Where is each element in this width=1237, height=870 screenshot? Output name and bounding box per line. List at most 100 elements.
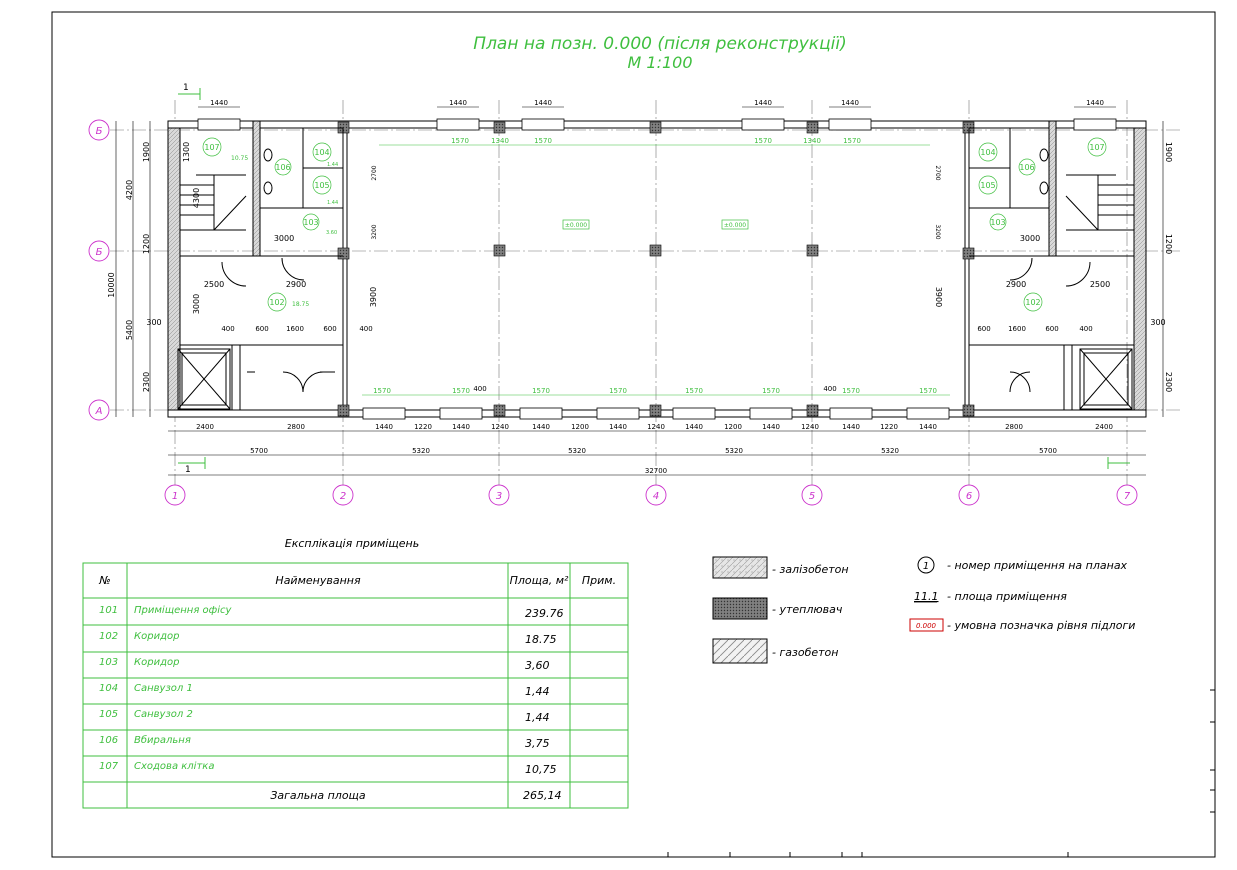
table-row-5-area: 1,44 xyxy=(525,711,550,724)
table-header-note: Прим. xyxy=(582,574,616,587)
bottom-dims-row1: 2400 2800 1440 1220 1440 1240 1440 1200 … xyxy=(168,423,1146,432)
windows-top xyxy=(197,118,1117,131)
section-marks: 1 1 xyxy=(178,83,1130,475)
partitions-left xyxy=(177,127,344,410)
legend-area-label: - площа приміщення xyxy=(947,590,1067,603)
table-total-area: 265,14 xyxy=(523,789,562,802)
room-area-105-left: 1.44 xyxy=(327,200,338,206)
table-rows: 101 Приміщення офісу 239.76 102 Коридор … xyxy=(99,604,564,802)
axis-number-7: 7 xyxy=(1124,491,1131,502)
left-vertical-dims: 1900 1300 4200 4300 1200 3000 10000 5400… xyxy=(107,121,201,417)
table-row-7-name: Сходова клітка xyxy=(134,760,214,772)
grid-axes xyxy=(110,100,1180,490)
room-labels-left: 107 10.75 104 1.44 106 105 1.44 103 3.60… xyxy=(202,137,338,312)
dim-bot-i8: 400 xyxy=(823,385,836,393)
room-area-103-left: 3.60 xyxy=(326,230,337,236)
exterior-walls xyxy=(167,120,1147,418)
top-inner-dims: 1570 1340 1570 1570 1340 1570 xyxy=(379,137,930,146)
room-area-102-left: 18.75 xyxy=(292,301,309,308)
room-labels-right: 104 107 106 105 103 102 xyxy=(978,137,1107,312)
table-row-6-area: 3,75 xyxy=(525,737,550,750)
table-caption: Експлікація приміщень xyxy=(285,537,419,550)
dim-b1-7: 1440 xyxy=(532,423,550,431)
dim-li-600b: 600 xyxy=(323,325,336,333)
dim-b1-3: 1440 xyxy=(375,423,393,431)
dim-total: 32700 xyxy=(645,467,667,475)
legend-level-label: - умовна позначка рівня підлоги xyxy=(947,619,1135,632)
dim-b1-4: 1220 xyxy=(414,423,432,431)
dim-ri-600a: 600 xyxy=(977,325,990,333)
plan-scale: М 1:100 xyxy=(628,53,693,72)
total-dimension: 32700 xyxy=(168,467,1146,476)
dim-ri-3900: 3900 xyxy=(934,287,943,307)
table-header-name: Найменування xyxy=(275,574,361,587)
legend-label-gasconcrete: - газобетон xyxy=(772,646,838,659)
room-label-105-right: 105 xyxy=(980,181,995,190)
legend-swatch-insulation xyxy=(712,597,768,620)
table-row-5-name: Санвузол 2 xyxy=(134,709,193,720)
dim-ri-2900: 2900 xyxy=(1006,280,1026,289)
dim-li-3200: 3200 xyxy=(371,224,378,239)
dim-bot-i9: 1570 xyxy=(842,387,860,395)
table-row-1-area: 239.76 xyxy=(525,607,564,620)
table-row-5-no: 105 xyxy=(99,709,118,720)
windows-bottom xyxy=(362,407,950,420)
dim-lv-4300: 4300 xyxy=(192,188,201,208)
legend-level-box xyxy=(909,618,944,632)
dim-b1-17: 1440 xyxy=(919,423,937,431)
dim-top-i1: 1570 xyxy=(451,137,469,145)
dim-ri-3200: 3200 xyxy=(934,224,941,239)
explication-table xyxy=(82,562,629,809)
dim-top-w2: 1440 xyxy=(449,99,467,107)
dim-bot-i4: 1570 xyxy=(532,387,550,395)
plan-title: План на позн. 0.000 (після реконструкції… xyxy=(473,34,846,54)
dim-lv-1300: 1300 xyxy=(182,142,191,162)
table-row-2-area: 18.75 xyxy=(525,633,557,646)
room-label-103-left: 103 xyxy=(303,218,318,227)
partitions-right xyxy=(968,127,1134,410)
dim-top-w5: 1440 xyxy=(841,99,859,107)
dim-ri-2700: 2700 xyxy=(934,165,941,180)
title-block-ticks xyxy=(667,689,1215,857)
dim-b1-13: 1440 xyxy=(762,423,780,431)
table-row-1-no: 101 xyxy=(99,605,118,616)
dim-b1-10: 1240 xyxy=(647,423,665,431)
legend-room-number-icon xyxy=(917,556,935,574)
dim-b1-2: 2800 xyxy=(287,423,305,431)
axis-letter-middle: Б xyxy=(96,247,103,258)
axis-number-4: 4 xyxy=(653,491,659,502)
dim-b2-2: 5320 xyxy=(412,447,430,455)
table-row-4-no: 104 xyxy=(99,683,118,694)
dim-b1-1: 2400 xyxy=(196,423,214,431)
section-mark-bottom: 1 xyxy=(185,465,191,475)
room-label-104-right: 104 xyxy=(980,148,995,157)
dim-b2-5: 5320 xyxy=(881,447,899,455)
dim-rv-1200: 1200 xyxy=(1164,234,1173,254)
axis-number-1: 1 xyxy=(172,491,178,502)
room-label-102-left: 102 xyxy=(269,298,284,307)
table-row-4-name: Санвузол 1 xyxy=(134,683,193,694)
table-row-6-name: Вбиральня xyxy=(134,734,191,746)
room-area-104-left: 1.44 xyxy=(327,162,338,168)
dim-top-i4: 1570 xyxy=(754,137,772,145)
dim-b1-5: 1440 xyxy=(452,423,470,431)
symbols-legend: 1 - номер приміщення на планах 11.1 - пл… xyxy=(909,556,1135,632)
dim-b1-19: 2400 xyxy=(1095,423,1113,431)
table-row-1-name: Приміщення офісу xyxy=(134,604,232,616)
dim-bot-i2: 1570 xyxy=(452,387,470,395)
dim-bot-i1: 1570 xyxy=(373,387,391,395)
table-header: № Найменування Площа, м² Прим. xyxy=(98,574,616,587)
level-marks: ±0.000 ±0.000 xyxy=(562,219,749,230)
dim-li-1600: 1600 xyxy=(286,325,304,333)
room-label-106-left: 106 xyxy=(275,163,290,172)
axis-numbers xyxy=(164,484,1138,506)
axis-letter-bottom: А xyxy=(95,406,103,417)
bottom-dims-row2: 5700 5320 5320 5320 5320 5700 xyxy=(168,447,1146,456)
room-label-104-left: 104 xyxy=(314,148,329,157)
dim-lv-1200: 1200 xyxy=(142,234,151,254)
dim-ri-3000: 3000 xyxy=(1020,234,1040,243)
dim-bot-i3: 400 xyxy=(473,385,486,393)
dim-li-400a: 400 xyxy=(221,325,234,333)
dim-ri-400: 400 xyxy=(1079,325,1092,333)
